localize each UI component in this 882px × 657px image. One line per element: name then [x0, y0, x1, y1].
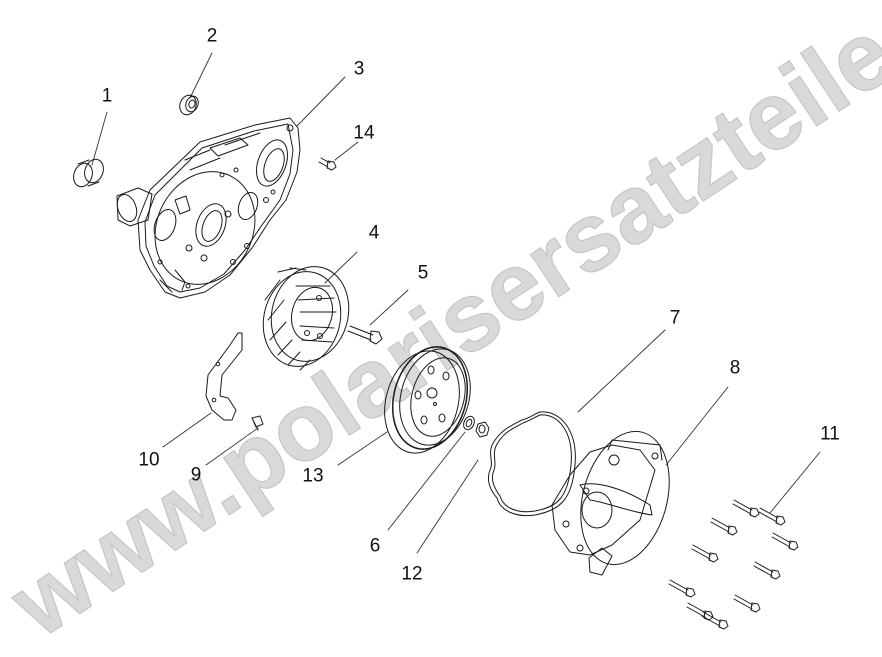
part-6-washer: [463, 415, 475, 431]
part-9-screw: [251, 415, 264, 431]
callout-5: 5: [417, 262, 429, 284]
callout-13: 13: [302, 465, 324, 487]
callout-7: 7: [669, 307, 681, 329]
part-7-gasket: [487, 411, 576, 517]
callout-4: 4: [368, 222, 380, 244]
callout-10: 10: [138, 449, 160, 471]
part-12-nut: [475, 421, 490, 438]
callout-14: 14: [353, 122, 375, 144]
callout-11: 11: [820, 423, 840, 445]
callout-9: 9: [190, 464, 202, 486]
callout-1: 1: [101, 85, 113, 107]
callout-12: 12: [401, 563, 423, 585]
part-14-bolt: [318, 157, 337, 171]
part-5-bolt: [347, 325, 383, 345]
callout-2: 2: [206, 25, 218, 47]
part-2-bearing: [179, 94, 199, 116]
callout-3: 3: [353, 58, 365, 80]
part-10-bracket: [205, 332, 243, 421]
part-3-crankcase: [116, 117, 301, 299]
callout-6: 6: [369, 535, 381, 557]
callout-8: 8: [729, 357, 741, 379]
part-4-stator: [262, 266, 350, 371]
part-13-flywheel: [384, 346, 471, 454]
leader-lines: [91, 52, 821, 554]
part-11-bolts: [668, 499, 799, 630]
part-8-cover: [551, 430, 670, 576]
part-1-seal-ring: [73, 158, 104, 188]
